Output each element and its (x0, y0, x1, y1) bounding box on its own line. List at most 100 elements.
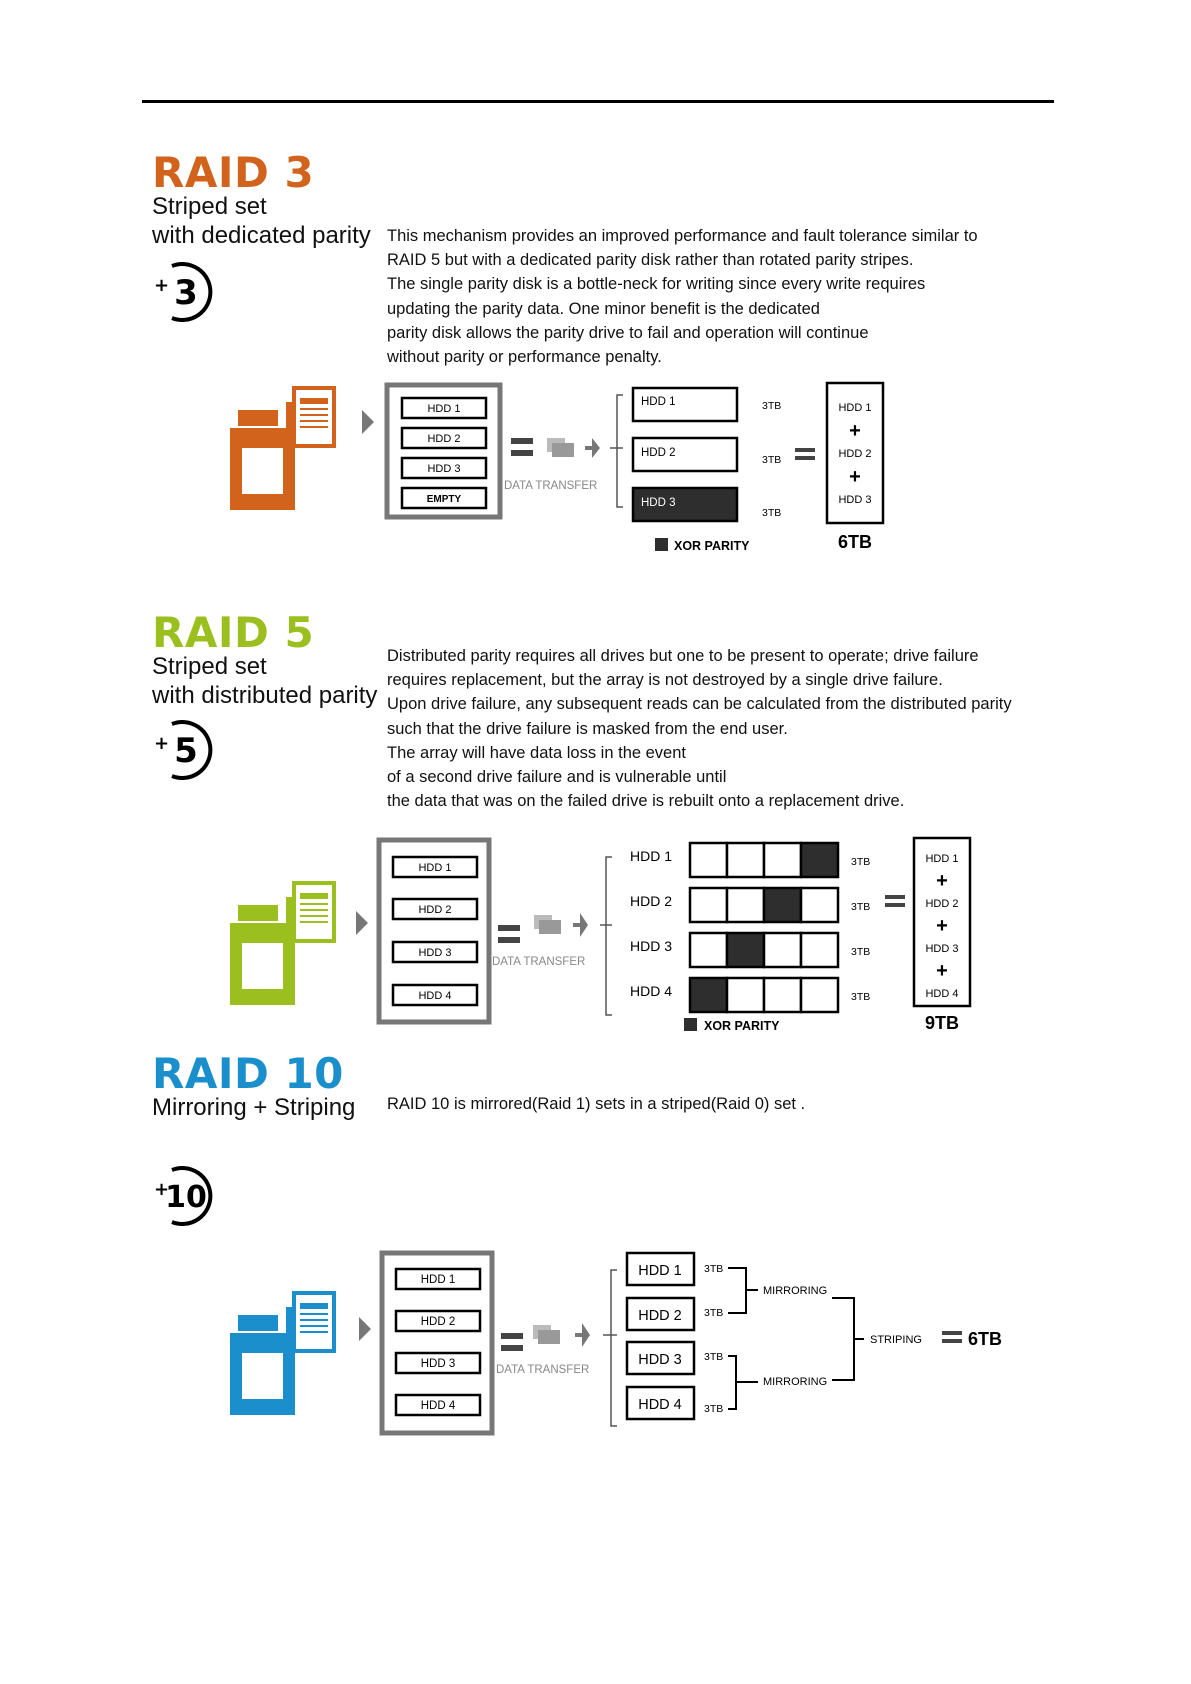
parity-legend-label: XOR PARITY (674, 539, 750, 553)
disk-label: HDD 4 (638, 1397, 682, 1413)
equals-icon (501, 1333, 523, 1339)
nas-slot-label: HDD 2 (418, 904, 451, 916)
raid10-title: RAID 10 (152, 1049, 344, 1098)
nas-slot-label: HDD 3 (421, 1358, 456, 1370)
data-transfer-label: DATA TRANSFER (492, 956, 585, 968)
nas-enclosure (379, 1250, 495, 1436)
raid5-description-line: such that the drive failure is masked fr… (387, 719, 788, 738)
parity-block (688, 976, 729, 1014)
raid3-disks: HDD 1 HDD 2 HDD 3 3TB 3TB 3TB (631, 386, 781, 523)
nas-slot-label: HDD 1 (418, 862, 451, 874)
sum-label: HDD 1 (925, 853, 958, 865)
raid10-subtitle: Mirroring + Striping (152, 1094, 356, 1121)
disk-label: HDD 3 (638, 1352, 682, 1368)
nas-slot-label: HDD 2 (427, 433, 460, 445)
raid3-badge-icon: + 3 (154, 262, 213, 322)
disk-size: 3TB (851, 946, 870, 958)
header-rule (142, 100, 1054, 103)
disk-size: 3TB (762, 507, 781, 519)
raid5-description-line: Upon drive failure, any subsequent reads… (387, 695, 1012, 714)
total-capacity: 6TB (968, 1329, 1002, 1349)
folder-icon (533, 1325, 560, 1344)
arrow-icon (356, 911, 368, 935)
raid3-description-line: updating the parity data. One minor bene… (387, 299, 820, 318)
disk-label: HDD 3 (630, 938, 672, 954)
capacity-sum-box (825, 381, 885, 525)
disk-label: HDD 2 (630, 893, 672, 909)
raid5-description-line: requires replacement, but the array is n… (387, 671, 943, 690)
arrow-icon (362, 410, 374, 434)
raid5-diagram: HDD 1 HDD 2 HDD 3 HDD 4 DATA TRANSFER HD… (230, 836, 972, 1033)
disk-size: 3TB (704, 1307, 723, 1319)
raid10-disks: HDD 1 HDD 2 HDD 3 HDD 4 (625, 1251, 696, 1421)
sum-label: HDD 3 (838, 494, 871, 506)
raid5-subtitle-1: Striped set (152, 653, 267, 680)
nas-slot-label: HDD 4 (418, 990, 451, 1002)
nas-slots: HDD 1 HDD 2 HDD 3 EMPTY (400, 396, 488, 510)
nas-slots: HDD 1 HDD 2 HDD 3 HDD 4 (394, 1267, 482, 1417)
data-block (688, 886, 729, 924)
disk-size: 3TB (762, 454, 781, 466)
mirroring-label: MIRRORING (763, 1285, 827, 1297)
disk-label: HDD 1 (638, 1263, 682, 1279)
raid10-description: RAID 10 is mirrored(Raid 1) sets in a st… (387, 1092, 805, 1116)
parity-block (725, 931, 766, 969)
folder-icon (547, 438, 574, 457)
raid3-description-line: This mechanism provides an improved perf… (387, 227, 978, 245)
mirroring-brackets (728, 1267, 864, 1410)
raid3-diagram: HDD 1 HDD 2 HDD 3 EMPTY DATA TRANSFER HD… (230, 381, 885, 553)
raid3-description: This mechanism provides an improved perf… (387, 224, 978, 369)
arrow-icon (359, 1317, 371, 1341)
data-block (762, 976, 803, 1014)
disk-size: 3TB (704, 1403, 723, 1415)
data-transfer-label: DATA TRANSFER (504, 480, 597, 492)
nas-slot-label: HDD 3 (427, 463, 460, 475)
equals-icon (885, 895, 905, 899)
total-capacity: 6TB (838, 532, 872, 552)
svg-text:+: + (849, 420, 861, 442)
data-block (799, 976, 840, 1014)
mirroring-label: MIRRORING (763, 1376, 827, 1388)
disk-label: HDD 1 (641, 396, 676, 408)
data-block (799, 931, 840, 969)
raid5-disks: HDD 1 HDD 2 HDD 3 HDD 4 (630, 848, 672, 999)
nas-enclosure (384, 382, 503, 520)
disk-size: 3TB (762, 400, 781, 412)
raid5-description-line: the data that was on the failed drive is… (387, 792, 905, 811)
raid5-disk-sizes: 3TB 3TB 3TB 3TB (851, 856, 870, 1003)
disk-size: 3TB (704, 1351, 723, 1363)
raid10-badge-icon: + 10 (154, 1166, 213, 1226)
raid10-diagram: HDD 1 HDD 2 HDD 3 HDD 4 DATA TRANSFER HD… (230, 1250, 1002, 1436)
raid5-badge-label: 5 (174, 731, 198, 771)
nas-slots: HDD 1 HDD 2 HDD 3 HDD 4 (391, 855, 479, 1007)
nas-slot-label: HDD 1 (421, 1274, 456, 1286)
nas-slot-label: HDD 4 (421, 1400, 456, 1412)
disk-size: 3TB (704, 1263, 723, 1275)
equals-icon (795, 448, 815, 452)
equals-icon (511, 438, 533, 444)
computer-icon (230, 386, 336, 510)
sum-label: HDD 3 (925, 943, 958, 955)
nas-enclosure (376, 837, 492, 1025)
folder-icon (534, 915, 561, 934)
disk-size: 3TB (851, 901, 870, 913)
parity-legend-label: XOR PARITY (704, 1019, 780, 1033)
nas-slot-label: HDD 2 (421, 1316, 456, 1328)
data-block (688, 841, 729, 879)
raid10-badge-label: 10 (165, 1180, 207, 1215)
svg-text:+: + (154, 275, 169, 296)
data-block (725, 976, 766, 1014)
total-capacity: 9TB (925, 1013, 959, 1033)
raid5-badge-icon: + 5 (154, 720, 213, 780)
raid5-title: RAID 5 (152, 608, 315, 657)
sum-label: HDD 2 (925, 898, 958, 910)
raid10-disk-sizes: 3TB 3TB 3TB 3TB (704, 1263, 723, 1415)
equals-icon (942, 1331, 962, 1335)
equals-icon (498, 925, 520, 931)
parity-block (799, 841, 840, 879)
disk-size: 3TB (851, 991, 870, 1003)
parity-legend-swatch (655, 538, 668, 551)
raid3-description-line: without parity or performance penalty. (387, 348, 662, 367)
data-block (762, 841, 803, 879)
raid5-description-line: of a second drive failure and is vulnera… (387, 768, 727, 787)
